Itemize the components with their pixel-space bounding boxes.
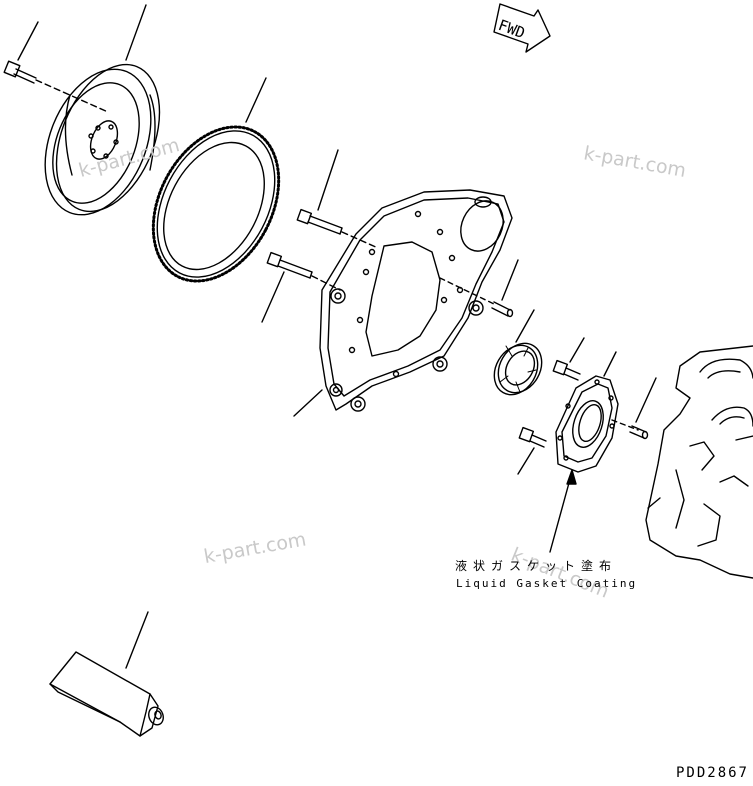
liquid-gasket-tube	[49, 651, 164, 737]
leader-bolt-lower	[261, 271, 285, 323]
leader-retainer-bolt-lower	[517, 447, 535, 475]
seal-retainer	[555, 375, 619, 473]
dowel-pin	[439, 277, 514, 318]
leader-liquid-gasket	[125, 611, 149, 669]
end-plate	[319, 189, 513, 412]
leader-dowel-pin-right	[635, 377, 657, 423]
leader-retainer-bolt-upper	[569, 337, 585, 363]
leader-flywheel	[125, 4, 147, 61]
leader-dowel-pin	[501, 259, 519, 301]
leader-seal-retainer	[603, 351, 617, 377]
flywheel-bolt	[3, 60, 109, 113]
ring-gear	[151, 125, 281, 283]
drawing-code: PDD2867	[675, 765, 749, 781]
flywheel	[44, 63, 161, 216]
retainer-bolt-lower	[518, 426, 547, 448]
dowel-pin-right	[611, 419, 649, 440]
engine-block	[645, 345, 753, 579]
gasket-coating-label-jp: 液状ガスケット塗布	[455, 559, 618, 573]
leader-oil-seal	[515, 309, 535, 343]
oil-seal	[493, 342, 543, 396]
gasket-coating-label-en: Liquid Gasket Coating	[456, 577, 638, 590]
leader-ring-gear	[245, 77, 267, 123]
arrowhead	[566, 469, 577, 485]
retainer-bolt-upper	[552, 359, 581, 381]
leader-end-plate	[293, 389, 323, 417]
end-plate-bolt-upper	[296, 208, 379, 249]
leader-flywheel-bolt	[17, 21, 39, 61]
fwd-indicator	[493, 3, 551, 53]
leader-gasket-coating	[549, 471, 573, 553]
leader-bolt-upper	[317, 149, 339, 211]
